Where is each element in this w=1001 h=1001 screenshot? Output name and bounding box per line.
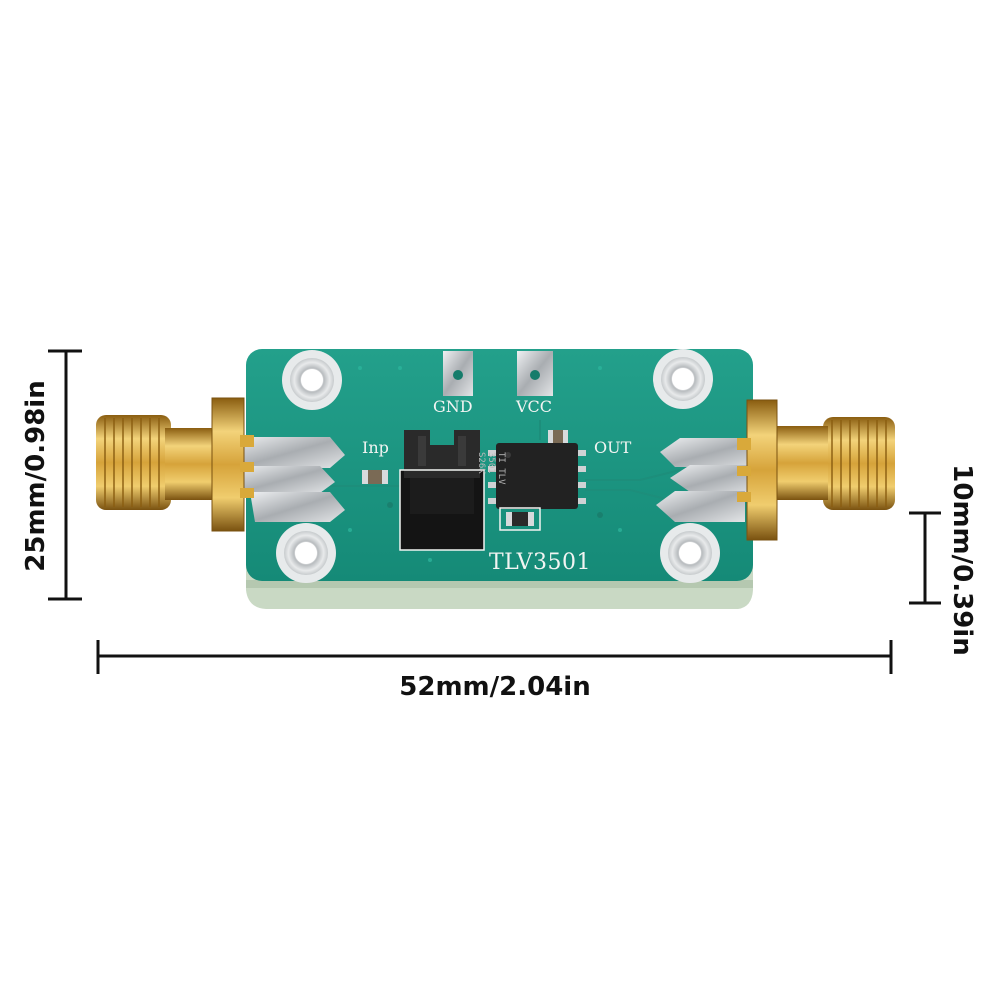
silkscreen-out-label: OUT	[594, 438, 632, 457]
mounting-hole-bl	[276, 523, 336, 583]
mounting-hole-br	[660, 523, 720, 583]
dimension-thickness-line	[909, 511, 941, 605]
vcc-pad	[517, 351, 553, 396]
dimension-height-label: 25mm/0.98in	[21, 380, 51, 572]
silkscreen-chip-label: TLV3501	[489, 550, 592, 575]
ic-marking-text: TI TLV 3501 S26K	[476, 452, 506, 485]
gnd-pad	[443, 351, 473, 396]
sma-connector-right-icon	[737, 399, 895, 541]
dimension-thickness-label: 10mm/0.39in	[947, 464, 977, 656]
silkscreen-vcc-label: VCC	[516, 397, 553, 416]
jumper-header-icon	[400, 430, 484, 550]
silkscreen-gnd-label: GND	[433, 397, 473, 416]
silkscreen-outlines	[399, 469, 541, 551]
dimension-width-line	[96, 640, 893, 674]
left-solder-pads	[236, 437, 345, 522]
mounting-hole-tr	[653, 349, 713, 409]
dimension-width-label: 52mm/2.04in	[399, 672, 591, 702]
capacitor-bottom	[506, 512, 534, 526]
dimension-height-line	[48, 349, 82, 601]
sma-connector-left-icon	[96, 397, 254, 532]
ic-chip-icon	[488, 443, 586, 509]
mounting-hole-tl	[282, 350, 342, 410]
capacitor-left	[362, 470, 388, 484]
capacitor-top	[548, 430, 568, 444]
silkscreen-input-label: Inp	[362, 438, 389, 457]
